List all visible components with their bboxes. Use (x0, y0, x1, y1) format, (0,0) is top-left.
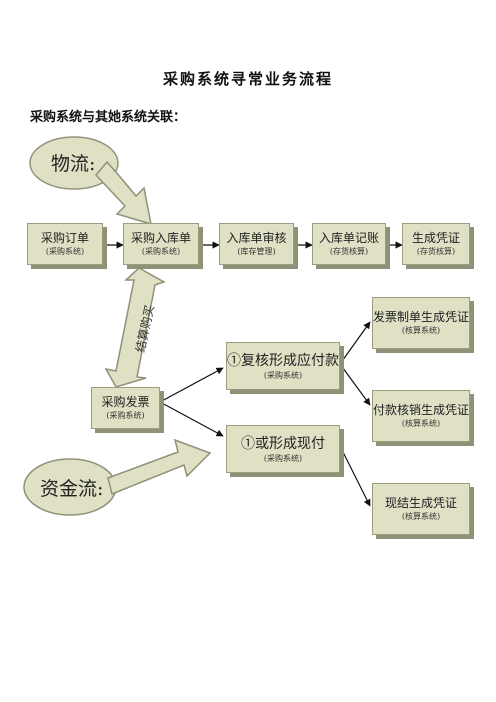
arrow-cash-to-settle-voucher (339, 445, 371, 507)
page-subtitle: 采购系统与其她系统关联： (30, 110, 187, 125)
logistics-block-arrow (94, 160, 152, 226)
generate-voucher-box: 生成凭证 (存货核算) (402, 223, 470, 265)
purchase-receipt-system: (采购系统) (141, 247, 181, 256)
purchase-receipt-box: 采购入库单 (采购系统) (123, 223, 199, 265)
receipt-review-system: (库存管理) (237, 247, 276, 256)
receipt-posting-box: 入库单记账 (存货核算) (312, 223, 386, 265)
settlement-double-arrow (104, 267, 166, 388)
funds-label: 资金流: (40, 478, 104, 500)
generate-voucher-system: (存货核算) (416, 247, 456, 256)
arrow-invoice-to-payable (159, 367, 224, 403)
invoice-voucher-box: 发票制单生成凭证 (核算系统) (372, 297, 470, 349)
arrow-payable-to-payment-voucher (339, 363, 371, 406)
invoice-voucher-title: 发票制单生成凭证 (373, 310, 470, 324)
purchase-invoice-box: 采购发票 (采购系统) (91, 387, 160, 429)
payment-voucher-title: 付款核销生成凭证 (373, 403, 470, 417)
funds-block-arrow (107, 438, 212, 496)
payment-voucher-box: 付款核销生成凭证 (核算系统) (372, 390, 470, 442)
receipt-posting-title: 入库单记账 (318, 231, 379, 245)
purchase-receipt-title: 采购入库单 (130, 231, 191, 245)
receipt-posting-system: (存货核算) (329, 247, 369, 256)
arrow-payable-to-invoice-voucher (339, 321, 371, 365)
cash-settle-voucher-title: 现结生成凭证 (384, 496, 457, 510)
cash-settle-voucher-system: (核算系统) (401, 512, 441, 521)
review-payable-title: ①复核形成应付款 (227, 352, 339, 369)
or-cash-title: ①或形成现付 (241, 435, 325, 452)
receipt-review-box: 入库单审核 (库存管理) (219, 223, 294, 265)
generate-voucher-title: 生成凭证 (411, 231, 460, 245)
cash-settle-voucher-box: 现结生成凭证 (核算系统) (372, 483, 470, 535)
arrow-invoice-to-cash (159, 401, 224, 437)
or-cash-box: ①或形成现付 (采购系统) (226, 425, 340, 473)
page-title: 采购系统寻常业务流程 (162, 70, 333, 88)
review-payable-box: ①复核形成应付款 (采购系统) (226, 342, 340, 390)
review-payable-system: (采购系统) (263, 370, 303, 380)
invoice-voucher-system: (核算系统) (401, 326, 441, 335)
payment-voucher-system: (核算系统) (401, 419, 441, 428)
purchase-order-box: 采购订单 (采购系统) (27, 223, 103, 265)
purchase-invoice-system: (采购系统) (106, 411, 145, 420)
purchase-invoice-title: 采购发票 (101, 395, 150, 409)
purchase-order-system: (采购系统) (45, 247, 85, 256)
receipt-review-title: 入库单审核 (226, 231, 287, 245)
logistics-label: 物流: (51, 153, 96, 175)
or-cash-system: (采购系统) (263, 453, 303, 463)
purchase-order-title: 采购订单 (40, 231, 89, 245)
